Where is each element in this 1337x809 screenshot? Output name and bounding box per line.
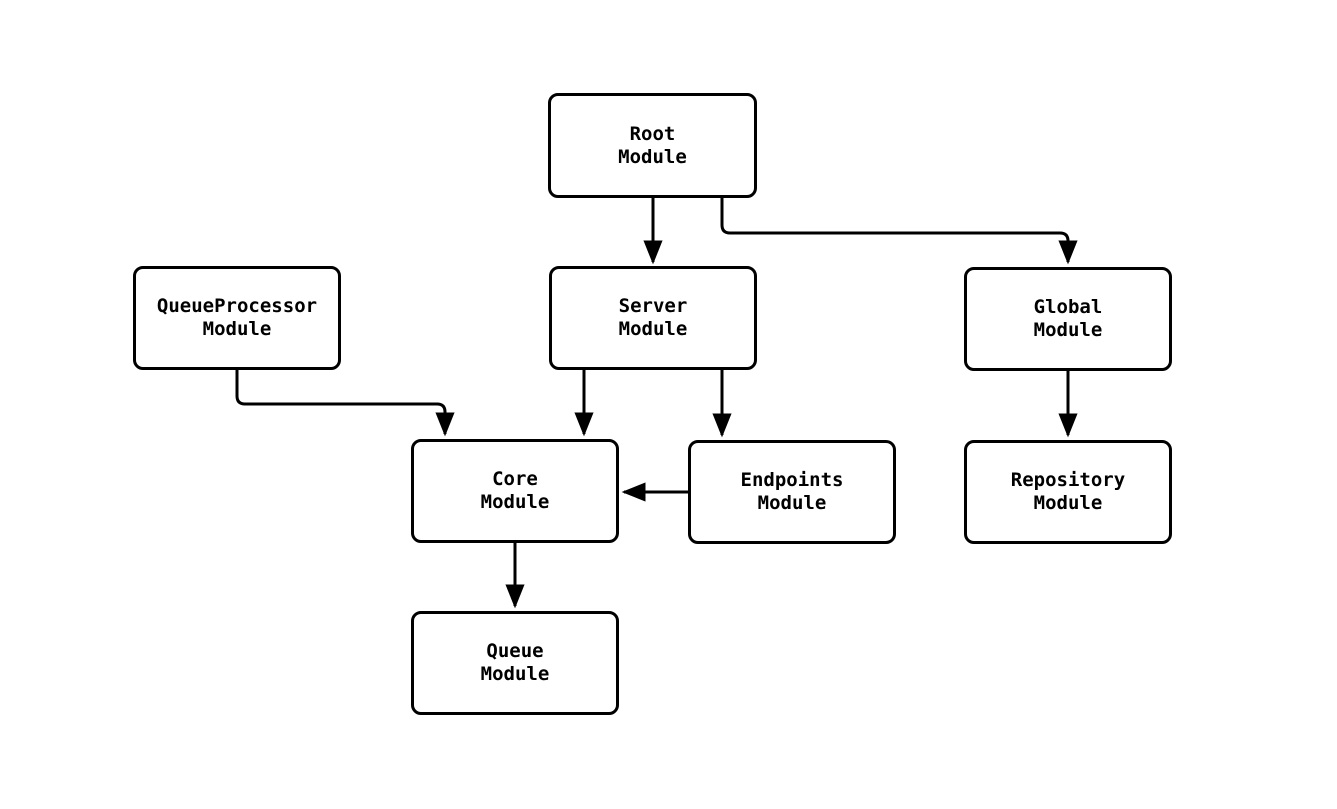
node-label-line: Core [492,468,538,490]
node-label-line: QueueProcessor [156,295,318,317]
node-endpoints-module: Endpoints Module [688,440,896,544]
edge-queueprocessor-to-core [235,370,455,437]
node-label-line: Module [202,318,272,340]
node-label-line: Endpoints [740,469,844,491]
node-label-line: Server [618,295,688,317]
node-queueprocessor-module: QueueProcessor Module [133,266,341,370]
node-label-line: Module [618,145,687,168]
node-label-line: Repository [1010,469,1126,491]
node-label-line: Module [1033,319,1103,341]
node-queue-module: Queue Module [411,611,619,715]
node-repository-module: Repository Module [964,440,1172,544]
node-root-module: Root Module [548,93,757,198]
node-label-line: Module [480,663,550,685]
node-global-module: Global Module [964,267,1172,371]
node-label-line: Root [629,122,676,145]
node-core-module: Core Module [411,439,619,543]
node-label-line: Queue [486,640,544,662]
node-label-line: Global [1033,296,1103,318]
node-label-line: Module [618,318,688,340]
edge-root-to-global [720,198,1078,265]
node-label-line: Module [1033,492,1103,514]
node-label-line: Module [757,492,827,514]
node-label-line: Module [480,491,550,513]
node-server-module: Server Module [549,266,757,370]
